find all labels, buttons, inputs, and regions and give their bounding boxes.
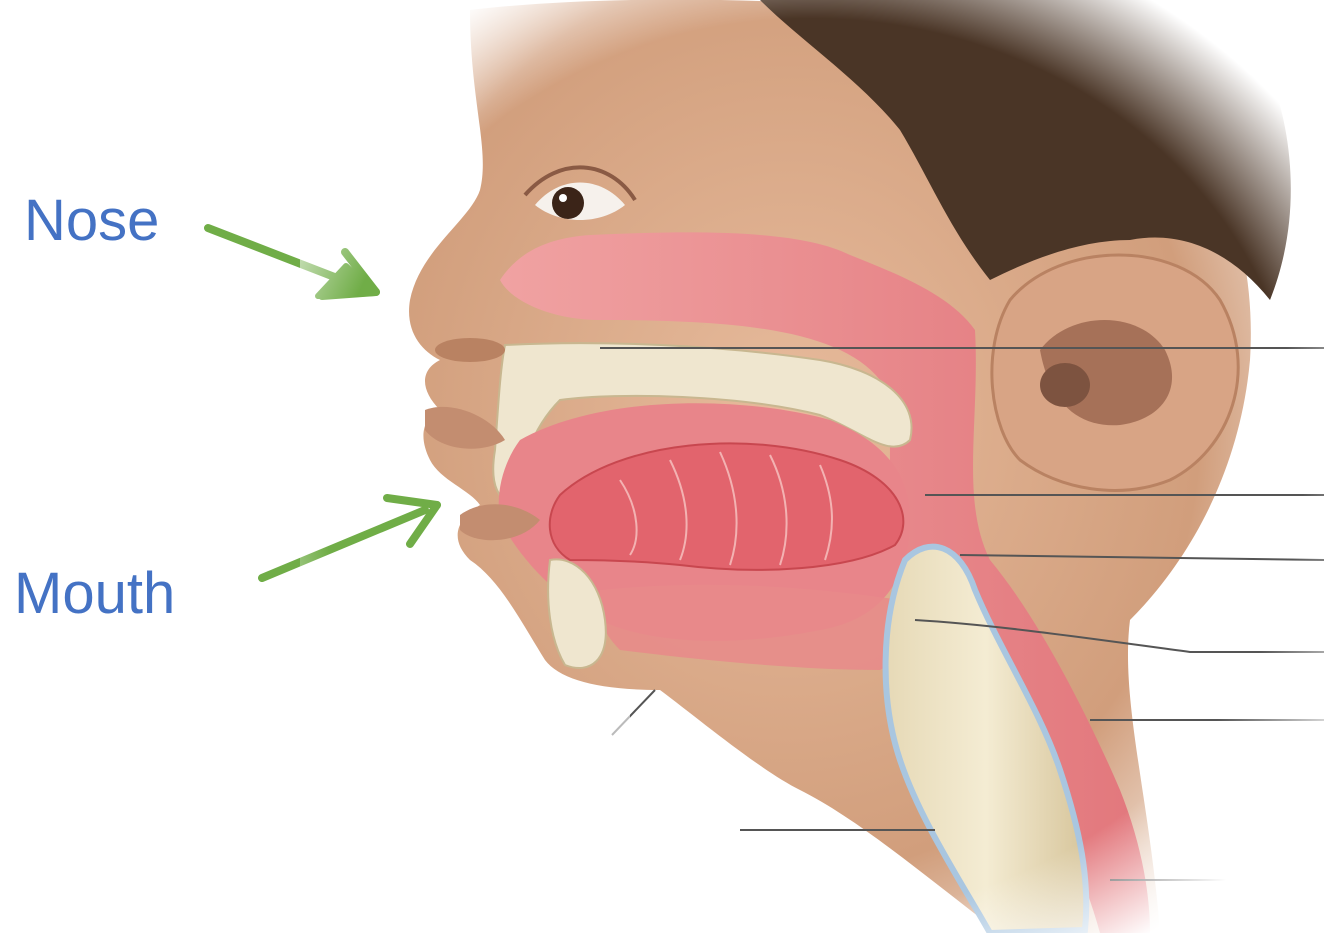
nose-label: Nose [24,192,159,250]
mouth-label: Mouth [14,565,175,623]
edge-fade [300,0,1324,933]
